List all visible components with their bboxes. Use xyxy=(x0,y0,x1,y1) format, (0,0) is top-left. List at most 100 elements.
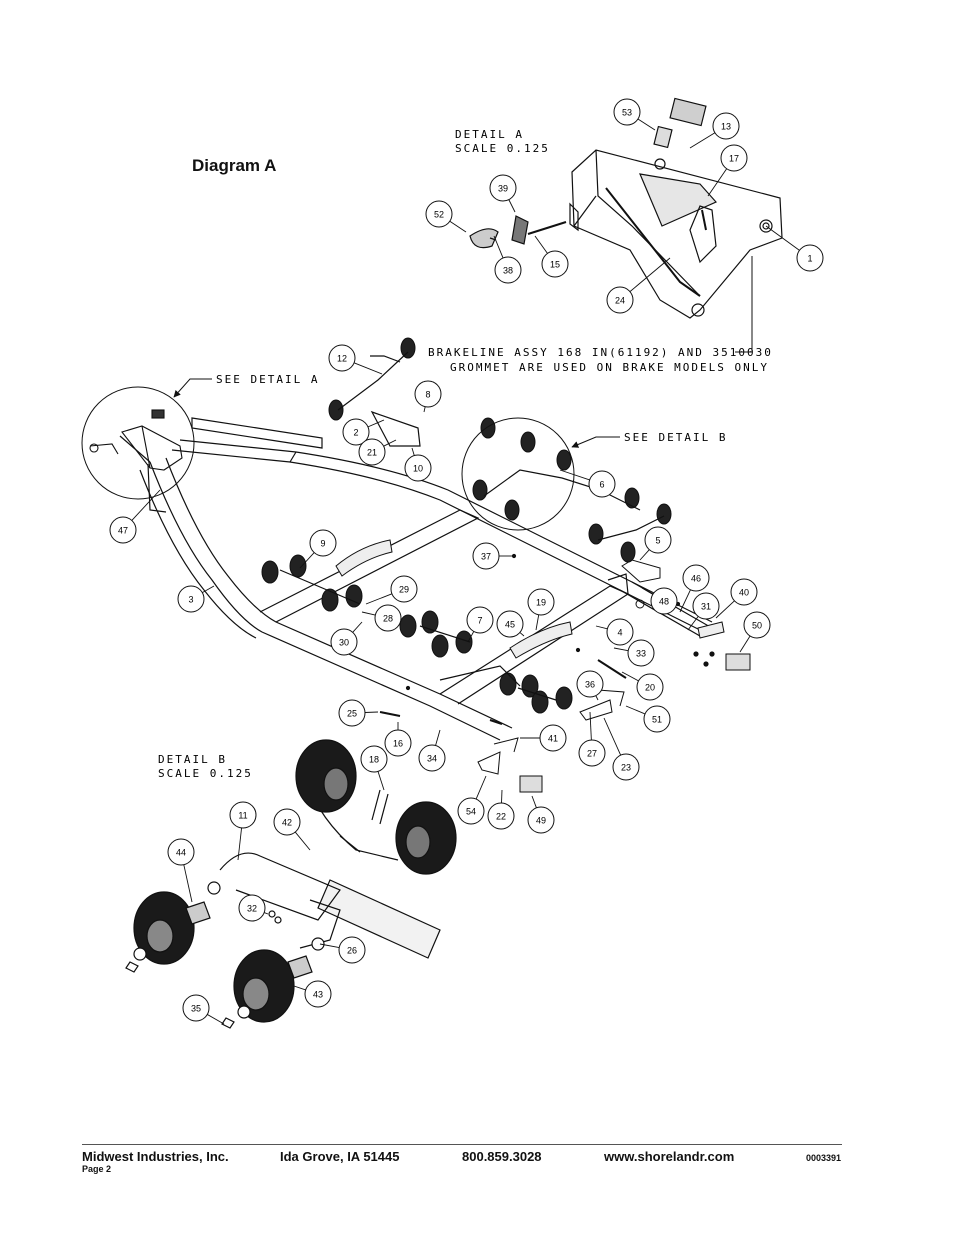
callout-leader xyxy=(603,717,622,756)
callout-bubble xyxy=(644,526,672,554)
brakeline-note-line1: BRAKELINE ASSY 168 IN(61192) AND 3510030 xyxy=(428,346,773,359)
detail-a-scale: SCALE 0.125 xyxy=(455,142,550,155)
callout-number: 50 xyxy=(752,621,762,631)
callout-bubble xyxy=(304,980,332,1008)
callout-leader xyxy=(364,711,379,713)
callout-leader xyxy=(353,362,383,375)
callout-bubble xyxy=(487,802,515,830)
callout-leader xyxy=(641,587,654,595)
callout-number: 9 xyxy=(320,539,325,549)
callout-bubble xyxy=(636,673,664,701)
callout-bubble xyxy=(606,286,634,314)
callout-number: 32 xyxy=(247,904,257,914)
callout-41: 41 xyxy=(520,724,567,752)
footer-phone: 800.859.3028 xyxy=(462,1149,542,1164)
callout-number: 44 xyxy=(176,848,186,858)
callout-leader xyxy=(183,864,193,903)
callout-10: 10 xyxy=(404,447,432,482)
callout-54: 54 xyxy=(457,775,487,825)
callout-number: 36 xyxy=(585,680,595,690)
callout-leader xyxy=(501,789,503,804)
brakeline-note-line2: GROMMET ARE USED ON BRAKE MODELS ONLY xyxy=(450,361,769,374)
bunk-boards xyxy=(335,539,751,793)
callout-number: 21 xyxy=(367,448,377,458)
detail-b-assembly xyxy=(125,739,457,1029)
callout-bubble xyxy=(238,894,266,922)
callout-leader xyxy=(508,199,516,213)
callout-number: 15 xyxy=(550,260,560,270)
callout-leader xyxy=(319,943,340,949)
callout-leader xyxy=(237,827,243,861)
callout-leader xyxy=(621,671,639,682)
callout-37: 37 xyxy=(472,542,512,570)
callout-26: 26 xyxy=(319,936,366,964)
callout-bubble xyxy=(330,628,358,656)
callout-35: 35 xyxy=(182,994,225,1025)
footer-rule xyxy=(82,1144,842,1145)
callout-19: 19 xyxy=(527,588,555,631)
callout-51: 51 xyxy=(625,705,671,733)
callout-bubble xyxy=(527,806,555,834)
callout-leader xyxy=(639,549,650,561)
callout-number: 35 xyxy=(191,1004,201,1014)
callout-bubble xyxy=(414,380,442,408)
callout-number: 53 xyxy=(622,108,632,118)
callout-bubble xyxy=(167,838,195,866)
callout-number: 54 xyxy=(466,807,476,817)
callout-leader xyxy=(637,118,656,131)
callout-leader xyxy=(449,220,467,233)
roller-axles xyxy=(279,351,665,701)
callout-leader xyxy=(625,705,646,715)
callout-bubble xyxy=(541,250,569,278)
callout-leader xyxy=(294,831,311,851)
callout-number: 37 xyxy=(481,552,491,562)
callout-5: 5 xyxy=(639,526,672,561)
winch-bracket xyxy=(89,409,183,471)
callout-number: 51 xyxy=(652,715,662,725)
callout-number: 1 xyxy=(807,254,812,264)
callout-number: 25 xyxy=(347,709,357,719)
callout-leader xyxy=(435,729,441,746)
callout-44: 44 xyxy=(167,838,195,903)
callout-number: 19 xyxy=(536,598,546,608)
callout-number: 5 xyxy=(655,536,660,546)
callout-number: 38 xyxy=(503,266,513,276)
footer-company: Midwest Industries, Inc. xyxy=(82,1149,229,1164)
callout-number: 42 xyxy=(282,818,292,828)
callout-bubble xyxy=(796,244,824,272)
detail-a-label: DETAIL A xyxy=(455,128,524,141)
callout-36: 36 xyxy=(576,670,604,701)
callout-bubble xyxy=(338,699,366,727)
callout-4: 4 xyxy=(595,618,634,646)
callout-leader xyxy=(739,635,751,653)
callout-bubble xyxy=(182,994,210,1022)
callout-bubble xyxy=(720,144,748,172)
callout-bubble xyxy=(109,516,137,544)
callout-bubble xyxy=(374,604,402,632)
callout-bubble xyxy=(606,618,634,646)
callout-12: 12 xyxy=(328,344,383,375)
callout-31: 31 xyxy=(687,592,720,631)
callout-46: 46 xyxy=(679,564,710,613)
callout-number: 47 xyxy=(118,526,128,536)
callout-50: 50 xyxy=(739,611,771,653)
callout-leader xyxy=(207,1014,225,1025)
callout-bubble xyxy=(588,470,616,498)
callout-28: 28 xyxy=(361,604,402,632)
callout-45: 45 xyxy=(496,610,525,638)
callout-number: 52 xyxy=(434,210,444,220)
footer-website: www.shorelandr.com xyxy=(604,1149,735,1164)
callout-leader xyxy=(475,775,487,800)
callout-leader xyxy=(765,225,800,251)
callout-leader xyxy=(534,235,548,254)
detail-a-tongue-assembly xyxy=(469,97,783,319)
callout-11: 11 xyxy=(229,801,257,861)
callout-number: 3 xyxy=(188,595,193,605)
callout-number: 49 xyxy=(536,816,546,826)
callout-leader xyxy=(687,616,699,631)
callout-53: 53 xyxy=(613,98,656,131)
callout-bubble xyxy=(489,174,517,202)
callout-number: 24 xyxy=(615,296,625,306)
callout-leader xyxy=(367,419,385,428)
